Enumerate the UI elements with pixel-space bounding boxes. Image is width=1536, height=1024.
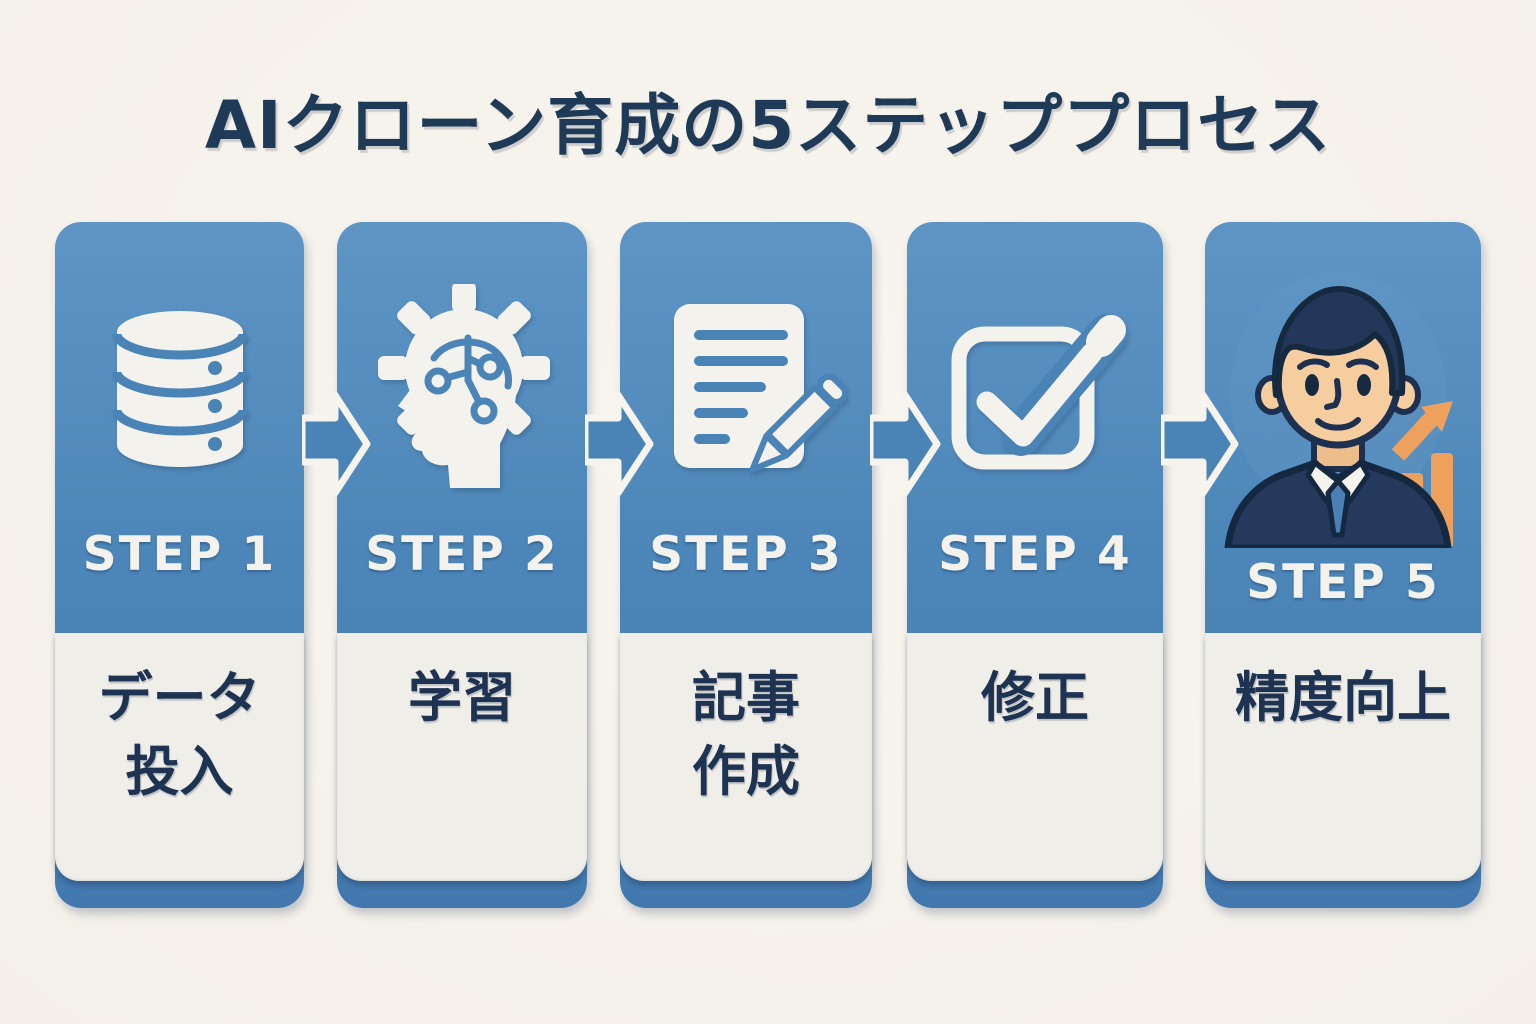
step-name-panel: 修正 xyxy=(907,633,1163,881)
step-name-panel: 学習 xyxy=(337,633,587,881)
document-pencil-icon xyxy=(646,288,849,488)
ai-head-gear-icon xyxy=(362,282,562,488)
flow-arrow-icon xyxy=(1161,391,1239,497)
step-name-panel: 精度向上 xyxy=(1205,633,1481,881)
step-badge: STEP 4 xyxy=(938,527,1132,582)
page-title: AIクローン育成の5ステッププロセス xyxy=(204,87,1332,164)
step-name-line: 学習 xyxy=(408,666,516,729)
businessman-growth-icon xyxy=(1220,263,1456,552)
step-card-5: STEP 5 精度向上 xyxy=(1205,222,1481,908)
step-card-1: STEP 1 データ 投入 xyxy=(55,222,304,908)
step-name-line: 作成 xyxy=(692,740,800,803)
step-name-panel: 記事 作成 xyxy=(620,633,872,881)
step-badge: STEP 5 xyxy=(1246,555,1440,610)
flow-arrow-icon xyxy=(585,391,654,497)
step-card-4: STEP 4 修正 xyxy=(907,222,1163,908)
flow-arrow-icon xyxy=(870,391,941,497)
step-name-line: 精度向上 xyxy=(1235,666,1451,729)
step-name-line: データ xyxy=(98,666,261,729)
step-name-line: 記事 xyxy=(692,666,800,729)
step-badge: STEP 2 xyxy=(365,527,559,582)
step-name-line: 投入 xyxy=(125,740,234,803)
step-name-line: 修正 xyxy=(981,666,1089,729)
step-card-2: STEP 2 学習 xyxy=(337,222,587,908)
step-name-panel: データ 投入 xyxy=(55,633,304,881)
step-card-3: STEP 3 記事 作成 xyxy=(620,222,872,908)
database-icon xyxy=(80,288,280,488)
flow-arrow-icon xyxy=(302,391,371,497)
step-badge: STEP 3 xyxy=(649,527,843,582)
step-badge: STEP 1 xyxy=(82,527,277,582)
checkbox-pen-icon xyxy=(935,286,1135,486)
